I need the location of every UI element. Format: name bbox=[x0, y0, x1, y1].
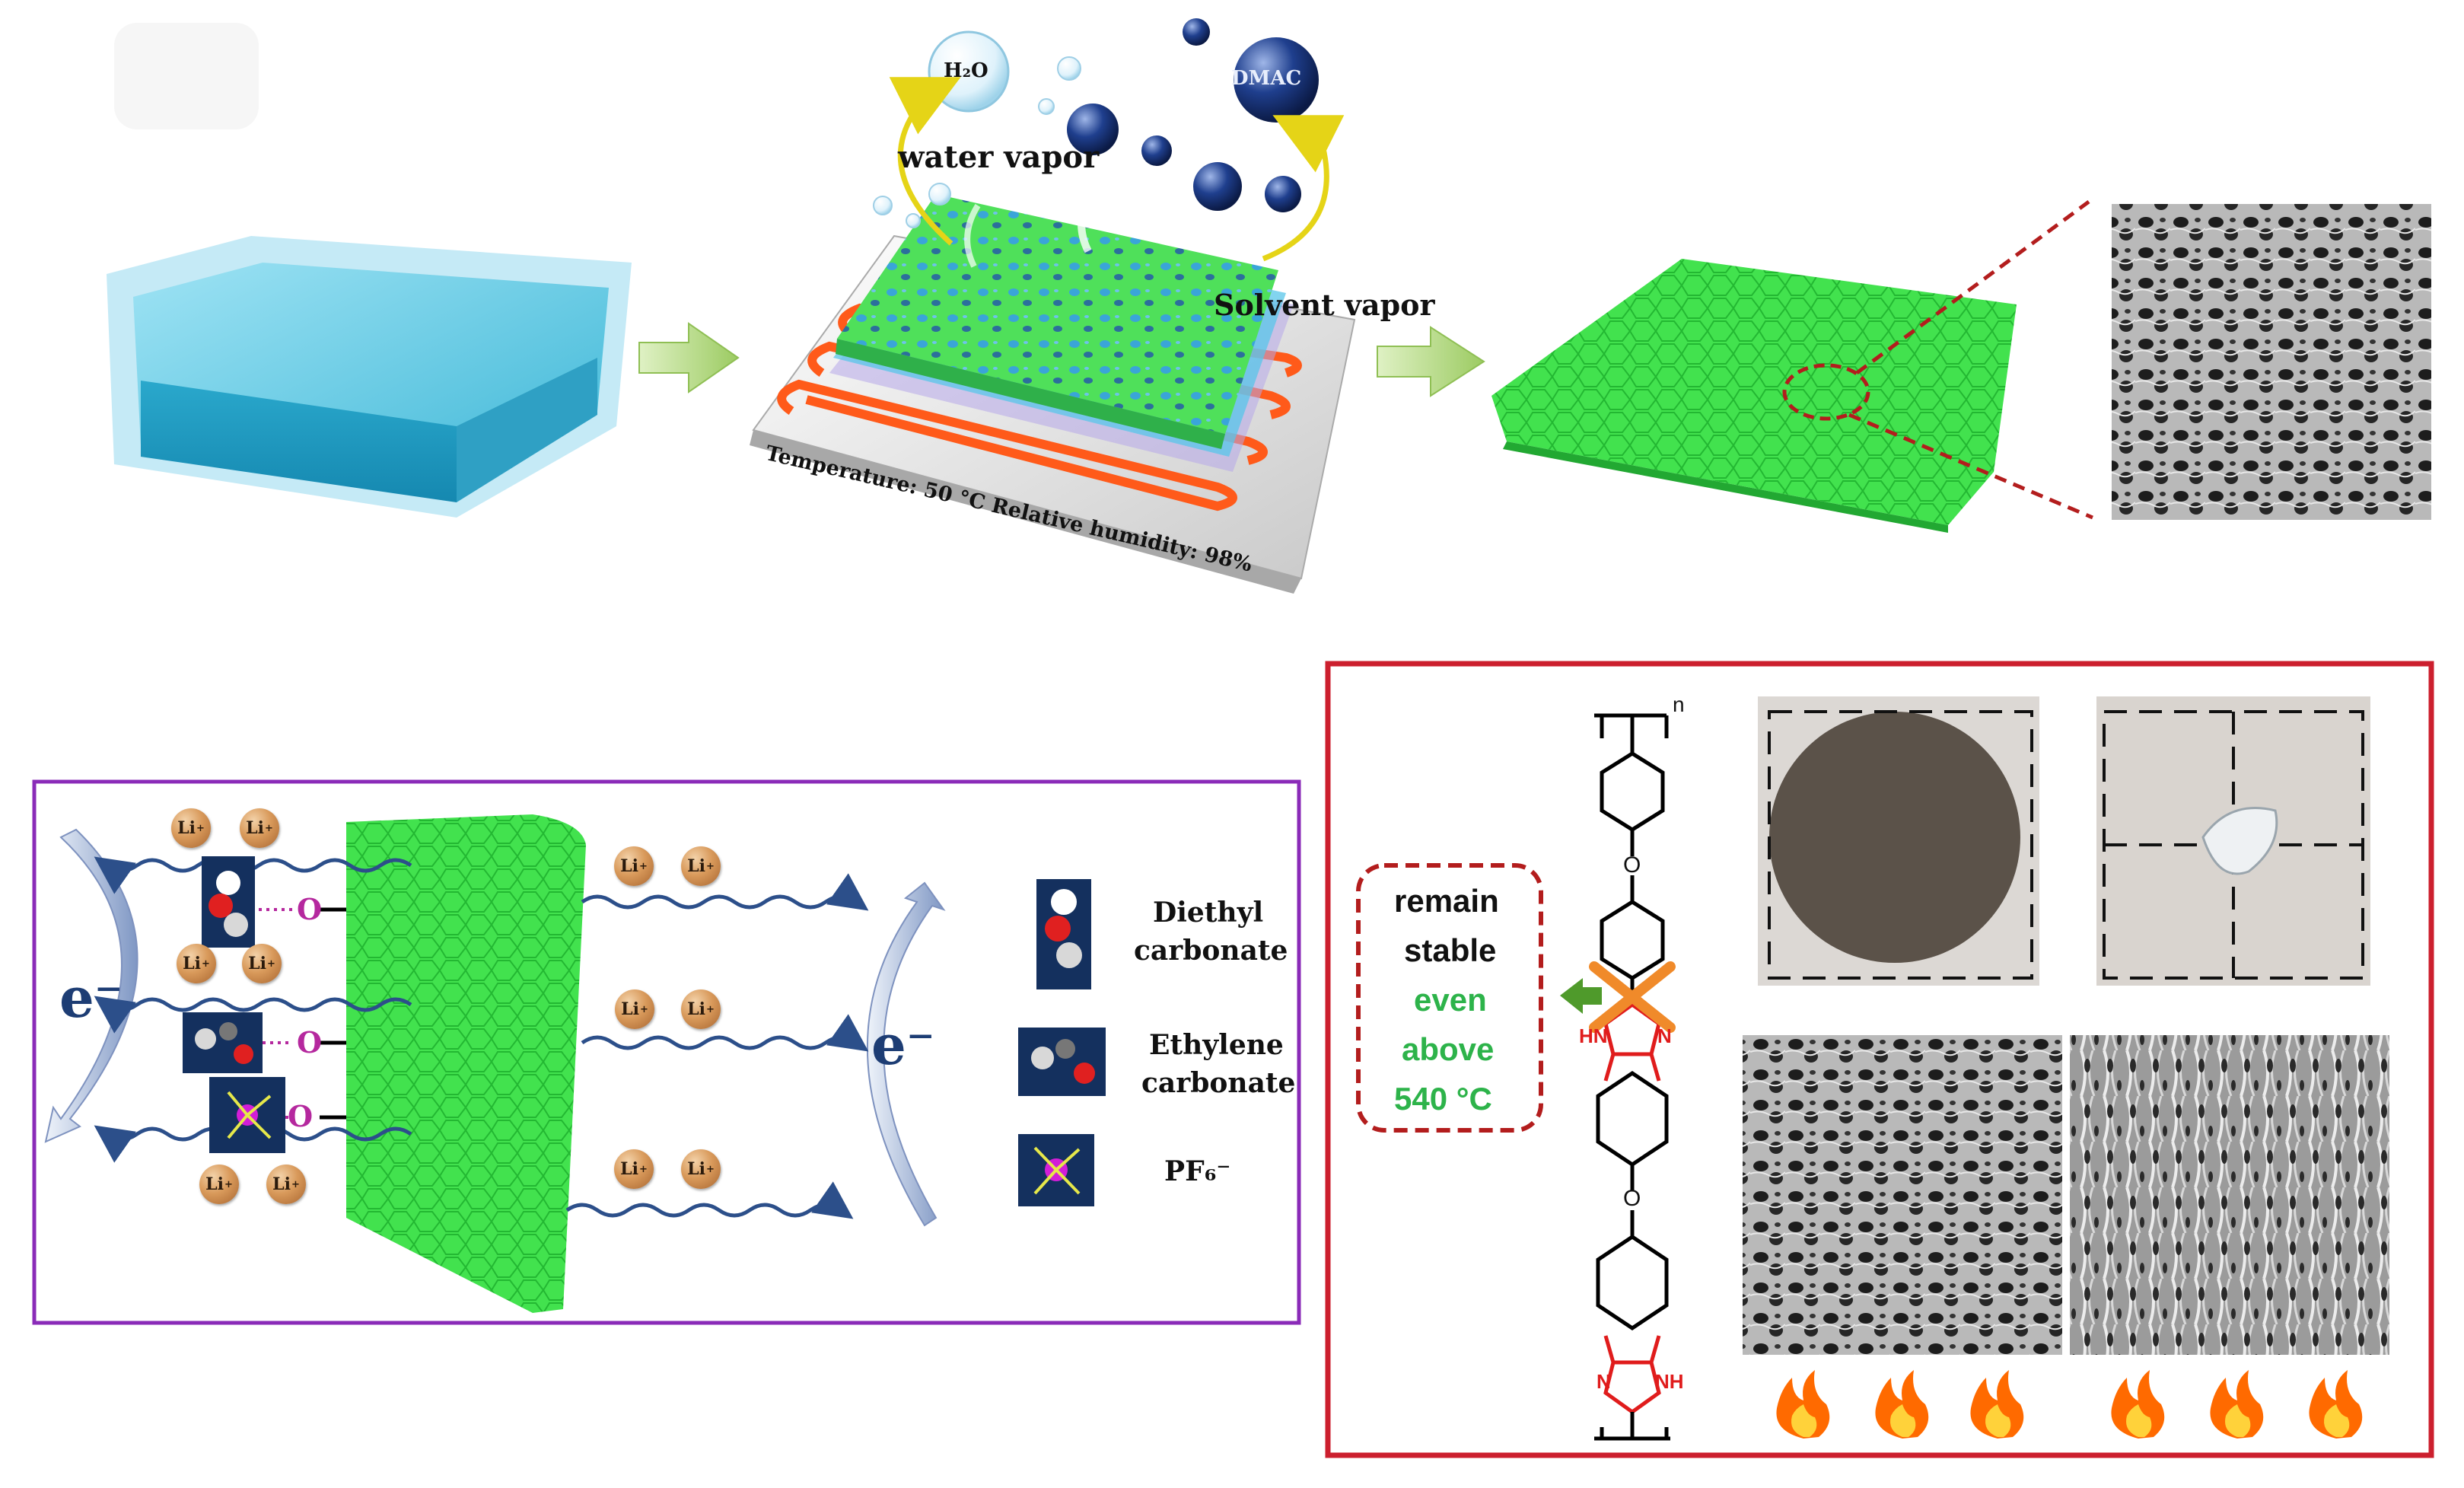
ec-molecule-tile bbox=[183, 1012, 263, 1073]
imidazole-hn-label: HN bbox=[1579, 1024, 1608, 1047]
water-vapor-label: water vapor bbox=[898, 139, 1100, 175]
callout-arrow bbox=[1560, 978, 1602, 1014]
li-ion: Li+ bbox=[242, 944, 282, 983]
flame-icon bbox=[1970, 1370, 2024, 1439]
bond-break-cross bbox=[1589, 961, 1676, 1033]
ion-paths-right bbox=[565, 873, 869, 1219]
legend-pf6-tile bbox=[1018, 1134, 1094, 1206]
li-ion: Li+ bbox=[240, 808, 279, 848]
li-ion: Li+ bbox=[266, 1165, 306, 1204]
imidazole-n-label: N bbox=[1597, 1370, 1611, 1393]
li-ion: Li+ bbox=[177, 944, 216, 983]
polymer-structure bbox=[1594, 713, 1670, 1441]
imidazole-n-label: N bbox=[1657, 1024, 1672, 1047]
stability-callout bbox=[1356, 863, 1543, 1133]
solvent-vapor-arrow bbox=[1262, 115, 1345, 262]
legend-dec-label-1: Diethyl bbox=[1153, 897, 1264, 929]
li-ion: Li+ bbox=[681, 1149, 721, 1189]
battery-panel-frame bbox=[32, 779, 1301, 1325]
li-ion: Li+ bbox=[681, 989, 721, 1029]
photo-grid-2 bbox=[2103, 710, 2364, 980]
imidazole-nh-label: NH bbox=[1655, 1370, 1684, 1393]
flame-icons bbox=[1776, 1370, 2363, 1439]
repeat-n-label: n bbox=[1673, 693, 1685, 716]
li-ion: Li+ bbox=[171, 808, 211, 848]
li-ion: Li+ bbox=[614, 846, 654, 886]
dec-molecule-tile bbox=[202, 856, 255, 948]
legend-dec-label-2: carbonate bbox=[1134, 935, 1288, 967]
membrane-vertical bbox=[346, 814, 586, 1313]
dmac-label: DMAC bbox=[1231, 67, 1302, 90]
phase-inversion-setup bbox=[750, 96, 1356, 594]
ether-o-label: O bbox=[1623, 852, 1641, 878]
photo-grid-1 bbox=[1768, 710, 2033, 980]
h2o-label: H₂O bbox=[944, 59, 988, 82]
blank-smudge bbox=[114, 23, 259, 129]
water-vapor-arrow bbox=[889, 77, 961, 246]
electron-arrow-right bbox=[867, 881, 946, 1227]
flame-icon bbox=[2111, 1370, 2165, 1439]
shrunk-residue bbox=[2201, 807, 2278, 875]
li-ion: Li+ bbox=[681, 846, 721, 886]
ether-o-label: O bbox=[1623, 1186, 1641, 1211]
flame-icon bbox=[2210, 1370, 2264, 1439]
gel-block bbox=[107, 236, 632, 518]
li-ion: Li+ bbox=[615, 989, 654, 1029]
flame-icon bbox=[1776, 1370, 1830, 1439]
o-to-membrane-bonds bbox=[320, 907, 346, 1120]
remain-line2: stable bbox=[1404, 932, 1497, 968]
sem-image-right bbox=[2070, 1035, 2389, 1355]
remain-line3: even bbox=[1414, 982, 1487, 1018]
electron-arrow-left bbox=[44, 828, 138, 1143]
remain-line5: 540 °C bbox=[1394, 1081, 1492, 1117]
thermal-panel-frame bbox=[1325, 661, 2434, 1458]
oxygen-label: O bbox=[297, 892, 323, 926]
flame-icon bbox=[1875, 1370, 1929, 1439]
sem-image-top bbox=[2112, 204, 2431, 520]
remain-line4: above bbox=[1402, 1031, 1495, 1067]
solvent-vapor-label: Solvent vapor bbox=[1214, 288, 1435, 322]
green-membrane bbox=[1491, 199, 2093, 533]
oxygen-label: O bbox=[297, 1025, 323, 1059]
pf6-molecule-tile bbox=[209, 1077, 285, 1153]
flame-icon bbox=[2309, 1370, 2363, 1439]
membrane-disc bbox=[1769, 712, 2020, 963]
bubbles bbox=[873, 18, 1319, 228]
remain-line1: remain bbox=[1394, 883, 1499, 919]
sem-image-left bbox=[1743, 1035, 2062, 1355]
legend-ec-label-2: carbonate bbox=[1141, 1067, 1296, 1099]
electron-left-label: e⁻ bbox=[59, 965, 123, 1030]
li-ion: Li+ bbox=[199, 1165, 239, 1204]
coordination-bonds bbox=[259, 908, 293, 1119]
oxygen-label: O bbox=[288, 1099, 314, 1133]
electron-right-label: e⁻ bbox=[871, 1012, 935, 1077]
process-arrow-2 bbox=[1377, 326, 1485, 397]
process-arrow-1 bbox=[638, 322, 740, 394]
legend-ec-label-1: Ethylene bbox=[1149, 1029, 1284, 1061]
legend-ec-tile bbox=[1018, 1028, 1106, 1096]
legend-pf6-label: PF₆⁻ bbox=[1164, 1155, 1231, 1187]
legend-dec-tile bbox=[1036, 879, 1091, 989]
li-ion: Li+ bbox=[614, 1149, 654, 1189]
